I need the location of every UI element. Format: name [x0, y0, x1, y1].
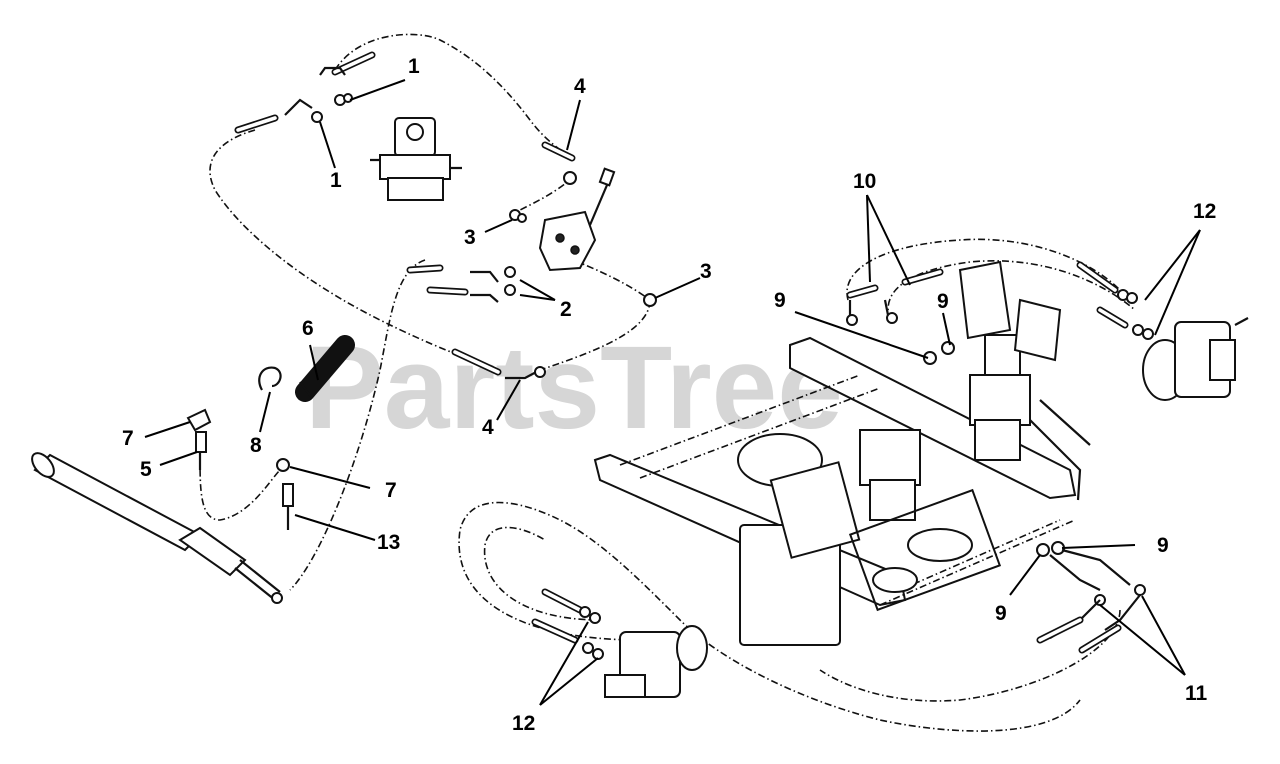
watermark: PartsTree: [305, 322, 843, 454]
callout-3-left: 3: [464, 226, 476, 249]
callout-4-lower: 4: [482, 416, 494, 439]
callout-1-upper: 1: [408, 55, 420, 78]
callout-13: 13: [377, 531, 400, 554]
callout-12-upper: 12: [1193, 200, 1216, 223]
callout-9-right: 9: [1157, 534, 1169, 557]
callout-3-right: 3: [700, 260, 712, 283]
callout-5: 5: [140, 458, 152, 481]
callout-10: 10: [853, 170, 876, 193]
callout-2: 2: [560, 298, 572, 321]
callout-8: 8: [250, 434, 262, 457]
callout-9-lower: 9: [995, 602, 1007, 625]
callout-12-lower: 12: [512, 712, 535, 735]
callout-9-left: 9: [774, 289, 786, 312]
callout-9-mid: 9: [937, 290, 949, 313]
callout-4-upper: 4: [574, 75, 586, 98]
callout-7-left: 7: [122, 427, 134, 450]
callout-6: 6: [302, 317, 314, 340]
callout-labels: 1 1 4 3 3 2 6 4 7 8 5 7 13 10 12 9 9 9 9…: [122, 55, 1216, 735]
callout-1-lower: 1: [330, 169, 342, 192]
leader-lines: [144, 79, 1201, 706]
right-frame-assembly: [458, 238, 1249, 732]
callout-7-right: 7: [385, 479, 397, 502]
callout-11: 11: [1185, 682, 1208, 705]
